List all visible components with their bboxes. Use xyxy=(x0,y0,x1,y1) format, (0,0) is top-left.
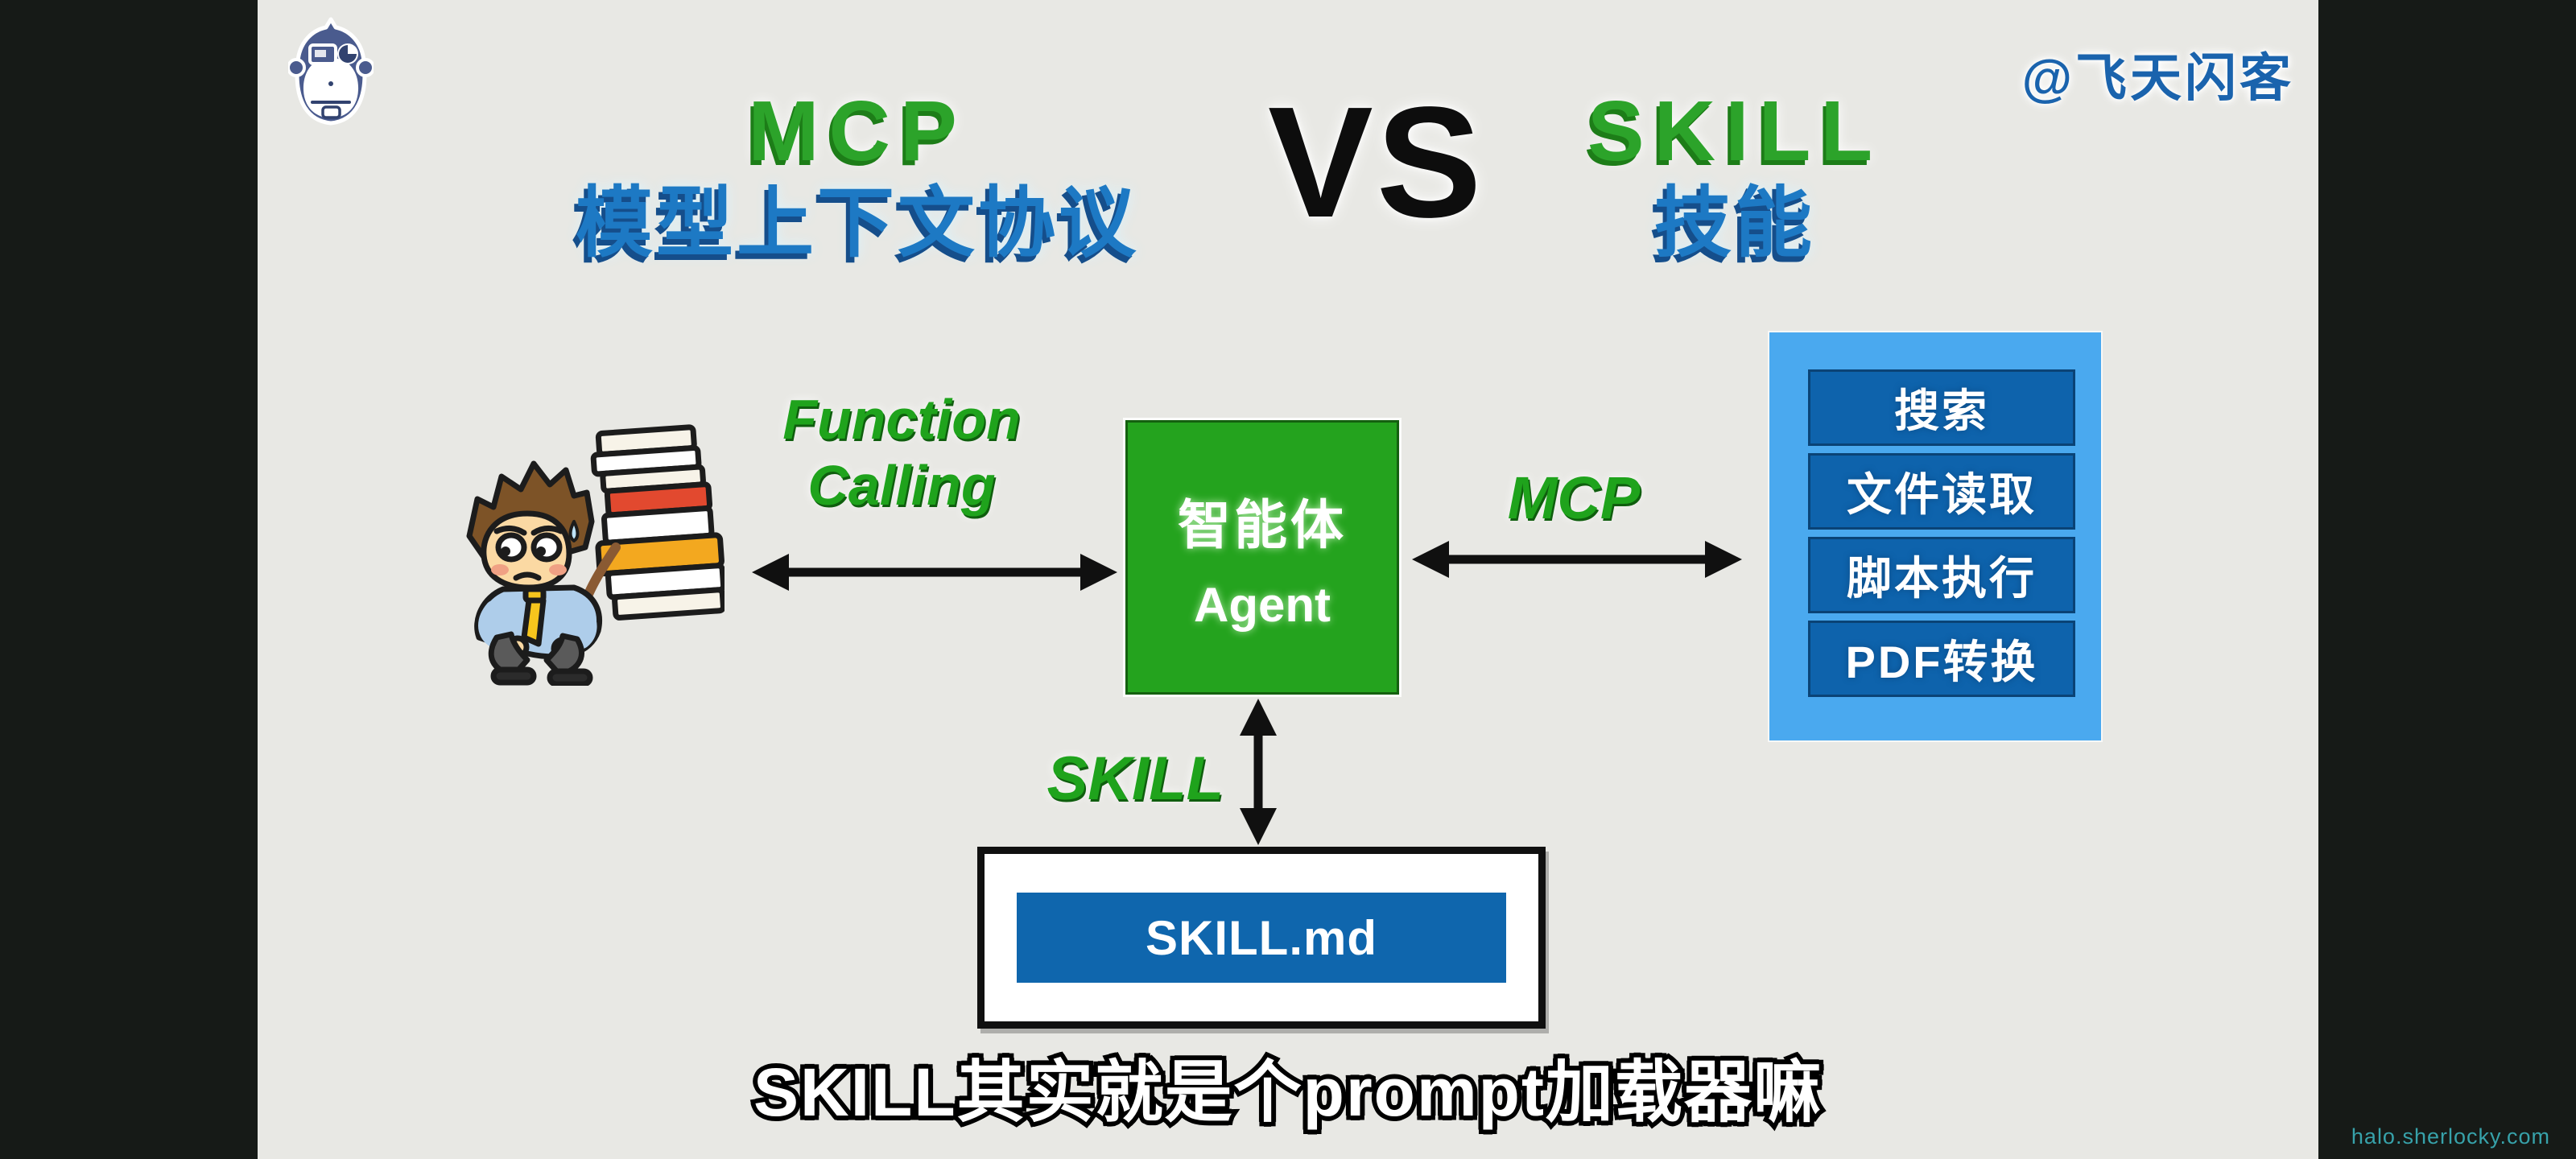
title-mcp-chinese: 模型上下文协议 xyxy=(576,180,1139,266)
mcp-link-label: MCP xyxy=(1507,464,1641,531)
agent-label-english: Agent xyxy=(1194,578,1331,632)
title-mcp: MCP xyxy=(748,84,967,179)
skill-file-box: SKILL.md xyxy=(977,847,1546,1029)
tool-row-script-exec: 脚本执行 xyxy=(1808,537,2075,613)
arrow-agent-tools-icon xyxy=(1410,534,1744,584)
title-skill: SKILL xyxy=(1587,84,1883,179)
skill-file-label: SKILL.md xyxy=(1146,910,1377,965)
title-skill-chinese: 技能 xyxy=(1654,180,1815,266)
skill-file-bar: SKILL.md xyxy=(1017,893,1506,983)
arrow-worker-agent-icon xyxy=(750,547,1119,597)
tool-row-file-read: 文件读取 xyxy=(1808,453,2075,530)
arrow-agent-skillmd-icon xyxy=(1233,697,1283,847)
title-left-column: MCP 模型上下文协议 xyxy=(535,89,1179,262)
tool-label: 文件读取 xyxy=(1847,469,2037,520)
tool-row-search: 搜索 xyxy=(1808,369,2075,446)
overloaded-worker-illustration xyxy=(447,419,724,686)
skill-link-label: SKILL xyxy=(1046,744,1224,813)
monkey-robot-logo-icon xyxy=(288,16,374,127)
video-subtitle: SKILL其实就是个prompt加载器嘛 xyxy=(749,1050,1826,1135)
tool-label: 搜索 xyxy=(1894,386,1989,436)
tool-label: 脚本执行 xyxy=(1847,553,2037,604)
tool-label: PDF转换 xyxy=(1845,637,2038,687)
mcp-tools-panel: 搜索 文件读取 脚本执行 PDF转换 xyxy=(1769,332,2101,740)
title-right-column: SKILL 技能 xyxy=(1493,89,1976,262)
tool-row-pdf-convert: PDF转换 xyxy=(1808,621,2075,697)
agent-box: 智能体 Agent xyxy=(1125,420,1399,695)
agent-label-chinese: 智能体 xyxy=(1178,495,1347,555)
function-calling-label: Function Calling xyxy=(782,388,1021,517)
footer-site-link: halo.sherlocky.com xyxy=(2351,1124,2550,1149)
title-vs: VS xyxy=(1268,74,1485,250)
slide-canvas: MCP 模型上下文协议 VS SKILL 技能 @飞天闪客 xyxy=(258,0,2318,1159)
author-watermark: @飞天闪客 xyxy=(2021,49,2294,107)
